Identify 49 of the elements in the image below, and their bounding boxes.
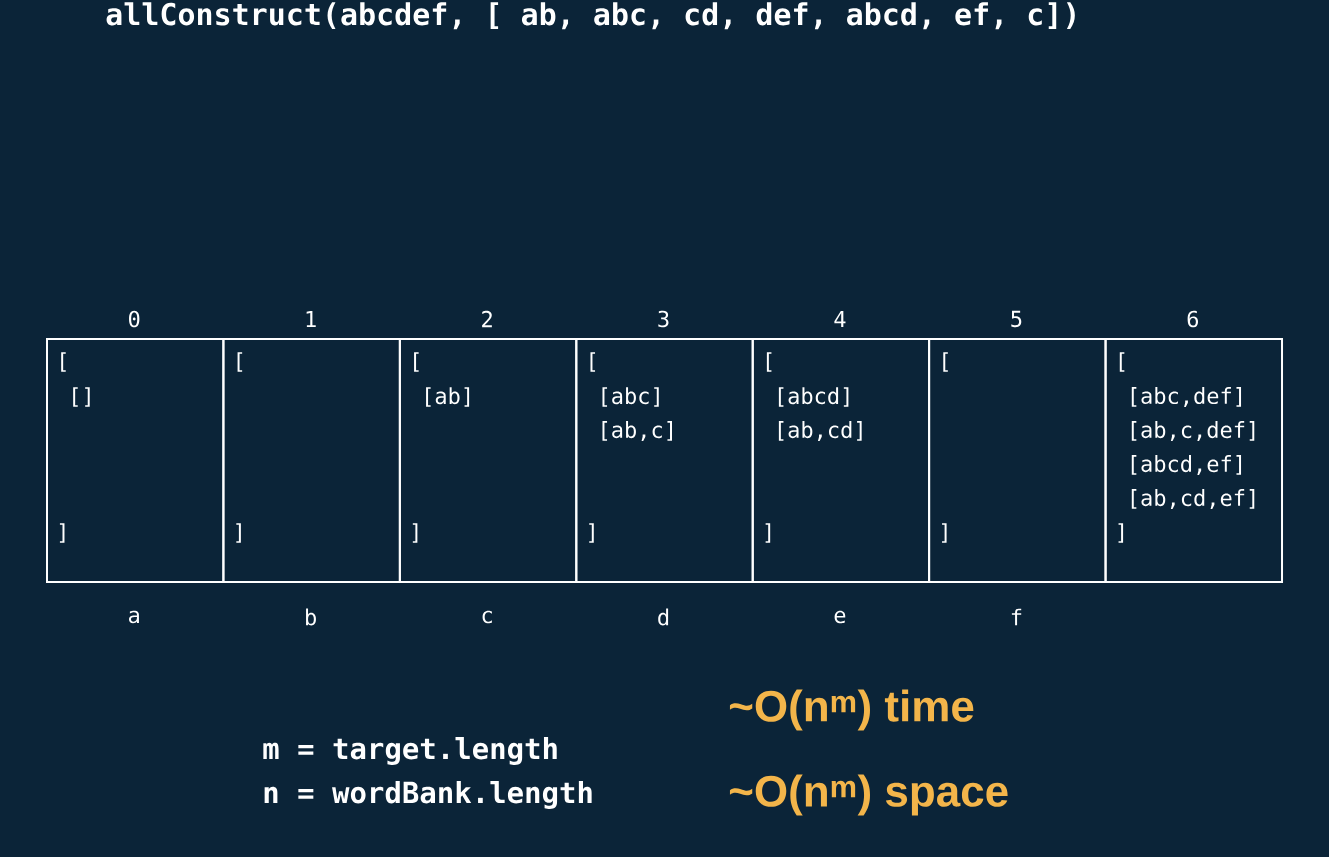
code-text: [] (73, 387, 90, 407)
letter-label: c (482, 610, 492, 624)
code-text: [abcd,ef] (1131, 455, 1242, 475)
array-cell (928, 338, 1107, 583)
array-cell (398, 338, 578, 583)
code-text: [ (61, 352, 66, 372)
letter-label: d (658, 608, 669, 626)
letter-label: a (129, 610, 139, 624)
code-text: ] (59, 523, 65, 543)
index-label: 6 (1187, 310, 1198, 328)
code-text: [abc] (602, 387, 659, 407)
code-text: ] (942, 523, 947, 543)
array-cell (751, 338, 931, 583)
definition-text: m = target.length (263, 737, 557, 765)
code-text: ] (236, 523, 241, 543)
code-text: ] (765, 523, 771, 543)
array-cell (1104, 338, 1283, 583)
code-text: [ (590, 352, 596, 372)
code-text: ] (412, 523, 418, 543)
code-text: [abcd] (778, 387, 849, 407)
array-cell (46, 338, 225, 583)
code-text: [ab] (426, 387, 470, 407)
letter-label: b (306, 608, 316, 626)
code-text: [abc,def] (1131, 387, 1242, 407)
code-text: [ab,c] (602, 421, 672, 441)
index-label: 3 (658, 310, 669, 328)
index-label: 1 (306, 310, 316, 327)
complexity-text: ~O(n$^{m}$) space (729, 774, 1008, 816)
letter-label: f (1011, 608, 1022, 626)
definition-text: n = wordBank.length (264, 781, 592, 809)
code-text: [ (237, 352, 243, 372)
code-text: [ (766, 352, 772, 372)
code-text: ] (589, 523, 594, 543)
letter-label: e (834, 610, 846, 624)
code-text: [ab,c,def] (1131, 421, 1255, 441)
array-cell (222, 338, 401, 583)
code-text: ] (1118, 523, 1124, 543)
code-text: [ (414, 352, 419, 372)
array-cell (575, 338, 754, 583)
code-text: [ (1119, 352, 1125, 372)
code-text: [ab,cd,ef] (1131, 489, 1255, 509)
index-label: 4 (834, 310, 846, 327)
index-label: 2 (482, 310, 492, 328)
complexity-text: ~O(n$^{m}$) time (729, 689, 974, 731)
index-label: 0 (129, 310, 140, 328)
index-label: 5 (1011, 310, 1022, 328)
code-text: [ab,cd] (778, 421, 862, 441)
code-text: [ (943, 352, 948, 372)
code-title: allConstruct(abcdef, [ ab, abc, cd, def, abcd, ef, c]) (106, 2, 1075, 30)
